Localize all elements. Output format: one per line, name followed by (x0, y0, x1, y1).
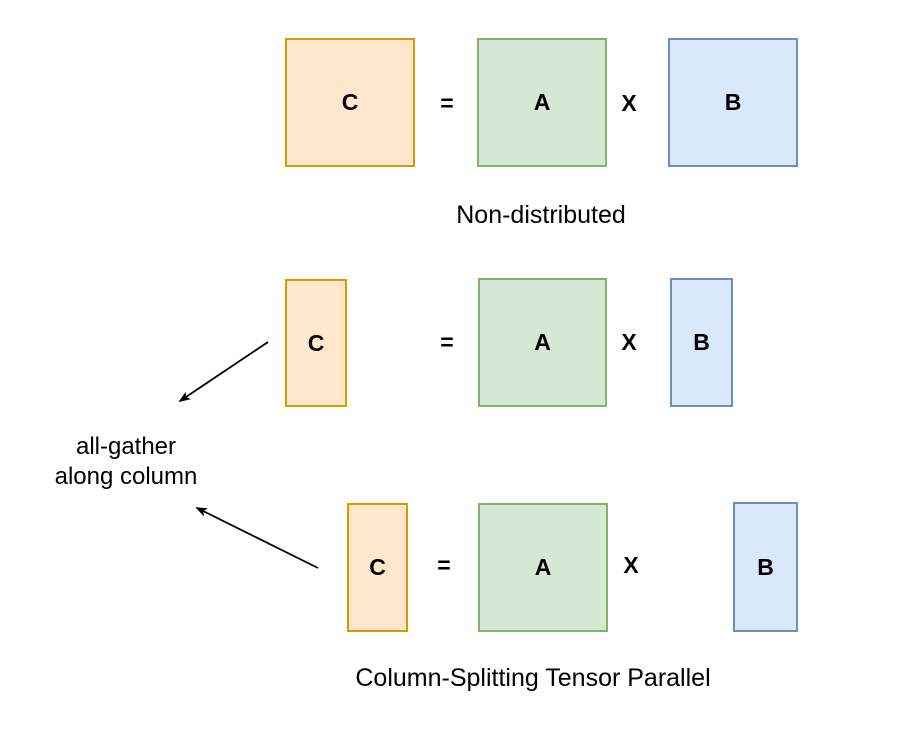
all-gather-annotation-line1: all-gather (75, 433, 177, 460)
tensor-parallel-caption: Column-Splitting Tensor Parallel (355, 664, 711, 692)
multiply-operator: X (621, 89, 637, 116)
all-gather-annotation: all-gather along column (26, 432, 226, 492)
equals-operator: = (440, 89, 454, 116)
matrix-c-label: C (307, 329, 325, 356)
equals-operator: = (437, 551, 451, 578)
non-distributed-caption: Non-distributed (456, 201, 626, 229)
multiply-operator: X (623, 551, 639, 578)
matrix-a-label: A (534, 329, 551, 355)
matrix-c-shard-left: C (285, 279, 347, 407)
all-gather-annotation-line2: along column (54, 463, 198, 490)
matrix-a-label: A (534, 554, 552, 580)
matrix-a-full: A (477, 38, 607, 167)
equals-operator: = (440, 328, 454, 355)
all-gather-arrow-upper-icon (178, 341, 269, 403)
matrix-b-shard-right: B (733, 502, 798, 632)
matrix-b-label: B (693, 329, 710, 355)
matrix-a-full: A (478, 278, 607, 407)
matrix-b-shard-left: B (670, 278, 733, 407)
matrix-c-label: C (369, 554, 386, 580)
matrix-b-label: B (724, 89, 742, 115)
multiply-operator: X (621, 328, 637, 355)
matrix-c-label: C (341, 89, 359, 115)
matrix-b-label: B (757, 553, 774, 580)
all-gather-arrow-lower-icon (195, 507, 319, 569)
matrix-c-shard-right: C (347, 503, 408, 632)
matrix-c-full: C (285, 38, 415, 167)
matrix-b-full: B (668, 38, 798, 167)
matrix-a-label: A (533, 89, 551, 115)
matrix-a-full: A (478, 503, 608, 632)
